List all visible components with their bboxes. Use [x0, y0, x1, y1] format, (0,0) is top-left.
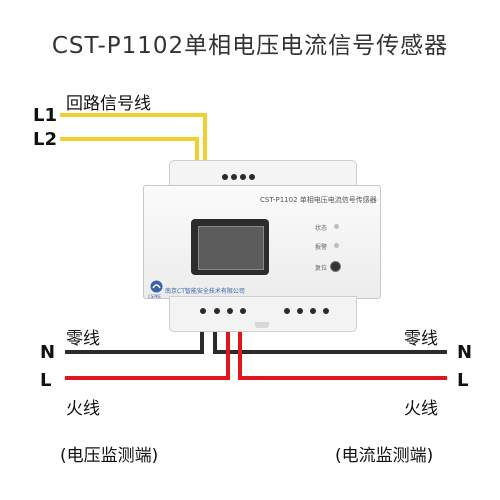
lcd-display — [198, 226, 264, 270]
signal-wire-l2 — [60, 137, 199, 160]
bottom-terminal — [240, 308, 246, 314]
top-terminal — [249, 174, 255, 180]
live-label-left: 火线 — [66, 399, 100, 419]
din-rail-clip — [255, 322, 269, 328]
alarm-led — [334, 243, 339, 248]
sensor-device: CST-P1102 单相电压电流信号传感器 状态 报警 复位 CSPKE 南京C… — [143, 160, 381, 332]
line-label-l-right: L — [457, 370, 469, 391]
lcd-screen — [191, 219, 269, 275]
line-label-l2: L2 — [33, 129, 57, 150]
live-label-right: 火线 — [404, 399, 438, 419]
device-top-section — [169, 160, 357, 188]
status-indicator-label: 状态 — [315, 225, 328, 232]
device-model-text: CST-P1102 单相电压电流信号传感器 — [260, 196, 377, 204]
voltage-monitor-label: (电压监测端) — [60, 446, 159, 466]
device-front-panel: CST-P1102 单相电压电流信号传感器 状态 报警 复位 CSPKE 南京C… — [143, 185, 381, 299]
line-label-l1: L1 — [33, 105, 57, 126]
neutral-label-left: 零线 — [66, 329, 100, 349]
current-monitor-label: (电流监测端) — [335, 446, 434, 466]
bottom-terminal — [214, 308, 220, 314]
page-title: CST-P1102单相电压电流信号传感器 — [51, 33, 449, 59]
company-logo-icon — [150, 280, 163, 293]
bottom-terminal — [310, 308, 316, 314]
neutral-label-right: 零线 — [404, 329, 438, 349]
line-label-n-left: N — [40, 342, 56, 363]
bottom-terminal — [297, 308, 303, 314]
line-label-n-right: N — [457, 342, 473, 363]
reset-button-label: 复位 — [315, 265, 328, 272]
bottom-terminal — [284, 308, 290, 314]
status-led — [334, 224, 339, 229]
top-terminal — [240, 174, 246, 180]
bottom-terminal — [227, 308, 233, 314]
signal-wire-l1 — [60, 113, 207, 160]
top-terminal — [222, 174, 228, 180]
line-label-l-left: L — [40, 370, 52, 391]
logo-text: CSPKE — [148, 294, 161, 299]
bottom-terminal — [323, 308, 329, 314]
reset-button[interactable] — [330, 261, 341, 272]
bottom-terminal — [200, 308, 206, 314]
company-name: 南京CT智能安全技术有限公司 — [165, 288, 245, 295]
signal-line-label: 回路信号线 — [66, 94, 151, 114]
device-bottom-section — [169, 296, 357, 332]
alarm-indicator-label: 报警 — [315, 244, 328, 251]
top-terminal — [231, 174, 237, 180]
